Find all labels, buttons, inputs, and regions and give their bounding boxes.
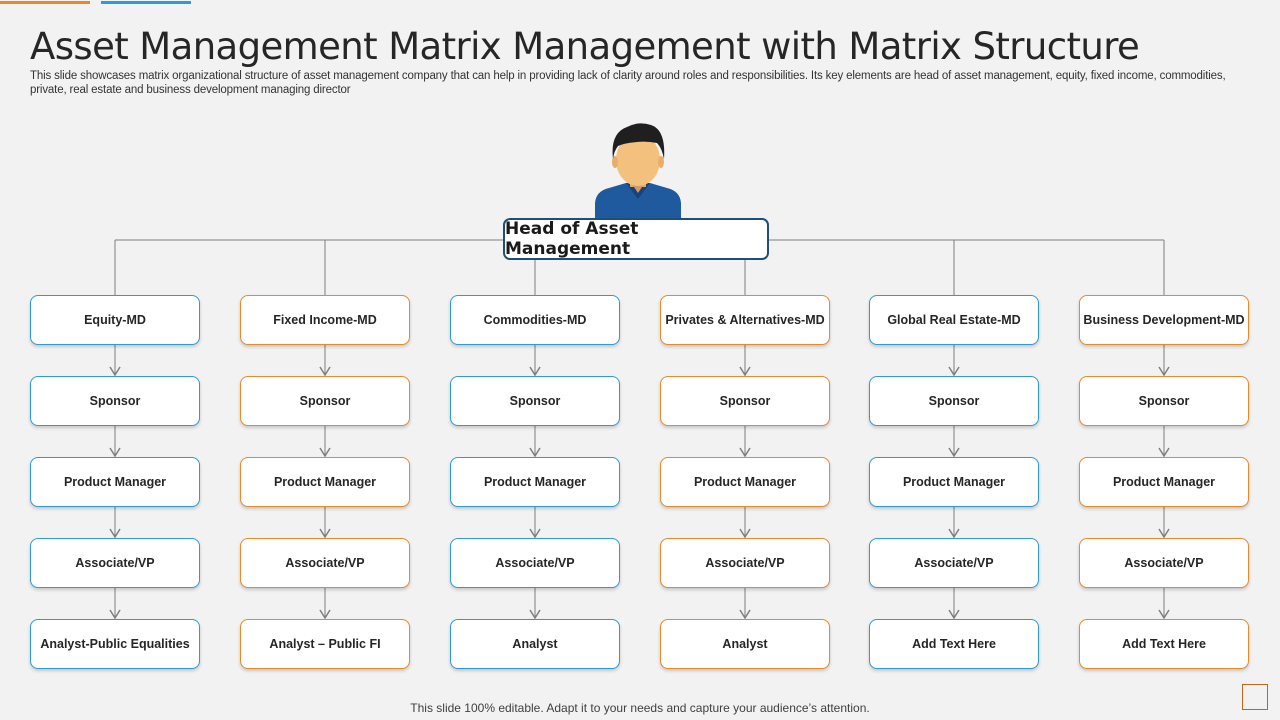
arrow-head-icon [319, 366, 331, 377]
role-box: Associate/VP [450, 538, 620, 588]
role-box: Analyst [450, 619, 620, 669]
arrow-head-icon [109, 366, 121, 377]
role-box: Product Manager [869, 457, 1039, 507]
md-box: Privates & Alternatives-MD [660, 295, 830, 345]
role-box: Sponsor [450, 376, 620, 426]
md-box: Business Development-MD [1079, 295, 1249, 345]
slide-title: Asset Management Matrix Management with … [30, 25, 1140, 68]
arrow-head-icon [529, 609, 541, 620]
accent-line-orange [0, 1, 90, 4]
arrow-head-icon [1158, 366, 1170, 377]
footer-note: This slide 100% editable. Adapt it to yo… [410, 701, 870, 715]
arrow-head-icon [319, 528, 331, 539]
role-box: Add Text Here [869, 619, 1039, 669]
role-box: Associate/VP [660, 538, 830, 588]
role-box: Associate/VP [1079, 538, 1249, 588]
arrow-head-icon [529, 447, 541, 458]
arrow-head-icon [109, 528, 121, 539]
role-box: Add Text Here [1079, 619, 1249, 669]
arrow-head-icon [109, 609, 121, 620]
arrow-head-icon [739, 609, 751, 620]
role-box: Sponsor [660, 376, 830, 426]
arrow-head-icon [948, 609, 960, 620]
head-of-asset-management-box: Head of Asset Management [503, 218, 769, 260]
arrow-head-icon [109, 447, 121, 458]
md-box: Global Real Estate-MD [869, 295, 1039, 345]
role-box: Associate/VP [30, 538, 200, 588]
role-box: Sponsor [1079, 376, 1249, 426]
arrow-head-icon [1158, 528, 1170, 539]
arrow-head-icon [739, 528, 751, 539]
arrow-head-icon [319, 609, 331, 620]
square-outline-icon [1242, 684, 1268, 710]
arrow-head-icon [319, 447, 331, 458]
role-box: Associate/VP [240, 538, 410, 588]
arrow-head-icon [948, 528, 960, 539]
role-box: Analyst – Public FI [240, 619, 410, 669]
role-box: Associate/VP [869, 538, 1039, 588]
arrow-head-icon [529, 366, 541, 377]
role-box: Product Manager [450, 457, 620, 507]
md-box: Equity-MD [30, 295, 200, 345]
role-box: Product Manager [240, 457, 410, 507]
role-box: Sponsor [869, 376, 1039, 426]
role-box: Analyst [660, 619, 830, 669]
arrow-head-icon [948, 366, 960, 377]
person-avatar-icon [595, 123, 681, 220]
role-box: Analyst-Public Equalities [30, 619, 200, 669]
arrow-head-icon [948, 447, 960, 458]
arrow-head-icon [1158, 609, 1170, 620]
arrow-head-icon [529, 528, 541, 539]
arrow-head-icon [739, 447, 751, 458]
md-box: Fixed Income-MD [240, 295, 410, 345]
role-box: Product Manager [30, 457, 200, 507]
md-box: Commodities-MD [450, 295, 620, 345]
role-box: Product Manager [1079, 457, 1249, 507]
role-box: Product Manager [660, 457, 830, 507]
role-box: Sponsor [30, 376, 200, 426]
slide-subtitle: This slide showcases matrix organization… [30, 70, 1226, 96]
accent-line-blue [101, 1, 191, 4]
arrow-head-icon [739, 366, 751, 377]
arrow-head-icon [1158, 447, 1170, 458]
role-box: Sponsor [240, 376, 410, 426]
